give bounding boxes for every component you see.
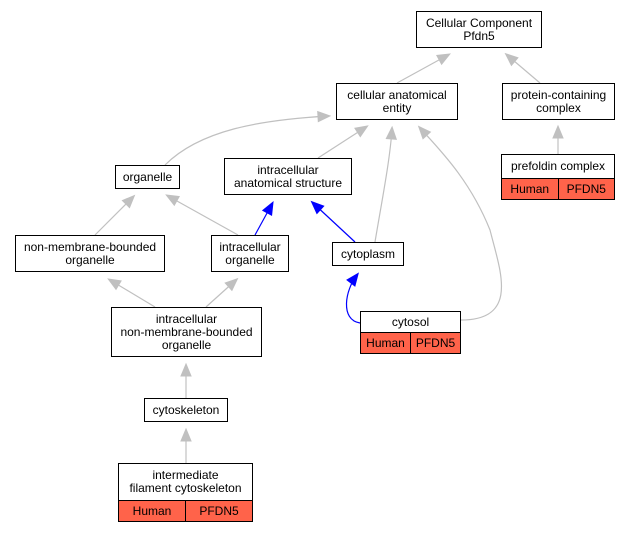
arrowhead (224, 277, 239, 292)
node-label: intermediate filament cytoskeleton (119, 464, 252, 501)
arrowhead (504, 52, 519, 67)
node-label: cellular anatomical entity (347, 87, 447, 115)
edge-is-a (374, 125, 398, 243)
node-label: intracellular organelle (219, 239, 281, 267)
arrowhead (552, 124, 564, 139)
node-label: protein-containing complex (510, 87, 607, 115)
node-intracellular-organelle[interactable]: intracellular organelle (211, 235, 289, 272)
node-label: non-membrane-bounded organelle (23, 239, 157, 267)
node-label: Cellular Component Pfdn5 (425, 15, 533, 43)
arrowhead (354, 125, 369, 138)
arrowhead (436, 53, 451, 66)
node-intermediate-filament-cytoskeleton[interactable]: intermediate filament cytoskeleton Human… (118, 463, 253, 522)
node-label: cytoskeleton (152, 402, 220, 417)
edge-is-a (552, 124, 564, 154)
edge-is-a (396, 53, 451, 84)
node-cellular-anatomical-entity[interactable]: cellular anatomical entity (336, 83, 458, 120)
species-cell: Human (119, 501, 185, 521)
gene-cell: PFDN5 (185, 501, 252, 521)
arrowhead (417, 125, 432, 140)
annotation-row: Human PFDN5 (119, 501, 252, 521)
annotation-row: Human PFDN5 (361, 333, 460, 353)
arrowhead (261, 201, 274, 216)
arrowhead (107, 278, 122, 291)
node-label: cytosol (361, 312, 460, 333)
arrowhead (121, 194, 136, 209)
edge-line (164, 115, 329, 166)
node-label: prefoldin complex (502, 155, 614, 179)
gene-cell: PFDN5 (557, 179, 614, 199)
node-label: organelle (122, 169, 173, 184)
edge-part-of (310, 200, 356, 243)
edge-is-a (180, 427, 192, 463)
node-label: cytoplasm (340, 246, 396, 261)
arrowhead (310, 200, 325, 215)
arrowhead (165, 194, 181, 207)
edge-line (419, 127, 503, 321)
node-intracellular-non-membrane-bounded-organelle[interactable]: intracellular non-membrane-bounded organ… (111, 307, 262, 357)
node-intracellular-anatomical-structure[interactable]: intracellular anatomical structure (224, 158, 352, 195)
species-cell: Human (502, 179, 558, 199)
edge-is-a (107, 278, 156, 308)
edge-is-a (165, 194, 239, 236)
edge-line (167, 195, 239, 236)
node-organelle[interactable]: organelle (115, 165, 180, 189)
arrowhead (346, 272, 359, 287)
edge-is-a (164, 110, 332, 166)
species-cell: Human (361, 333, 410, 353)
node-cytosol[interactable]: cytosol Human PFDN5 (360, 311, 461, 354)
annotation-row: Human PFDN5 (502, 179, 614, 199)
arrowhead (317, 110, 332, 123)
edge-part-of (254, 201, 274, 236)
node-non-membrane-bounded-organelle[interactable]: non-membrane-bounded organelle (15, 235, 165, 272)
edge-is-a (180, 362, 192, 398)
node-cytoplasm[interactable]: cytoplasm (332, 242, 404, 266)
edge-part-of (345, 272, 361, 324)
gene-cell: PFDN5 (410, 333, 460, 353)
edge-is-a (94, 194, 136, 236)
edge-line (374, 128, 393, 243)
arrowhead (385, 125, 398, 140)
node-label: intracellular non-membrane-bounded organ… (120, 311, 253, 352)
node-label: intracellular anatomical structure (233, 162, 343, 190)
node-cytoskeleton[interactable]: cytoskeleton (144, 398, 228, 422)
node-cellular-component[interactable]: Cellular Component Pfdn5 (416, 11, 542, 48)
edge-is-a (504, 52, 541, 84)
arrowhead (180, 427, 192, 442)
arrowhead (180, 362, 192, 377)
edge-is-a (205, 277, 239, 308)
edge-is-a (417, 125, 503, 321)
edge-is-a (317, 125, 369, 159)
node-protein-containing-complex[interactable]: protein-containing complex (502, 83, 615, 120)
node-prefoldin-complex[interactable]: prefoldin complex Human PFDN5 (501, 154, 615, 200)
